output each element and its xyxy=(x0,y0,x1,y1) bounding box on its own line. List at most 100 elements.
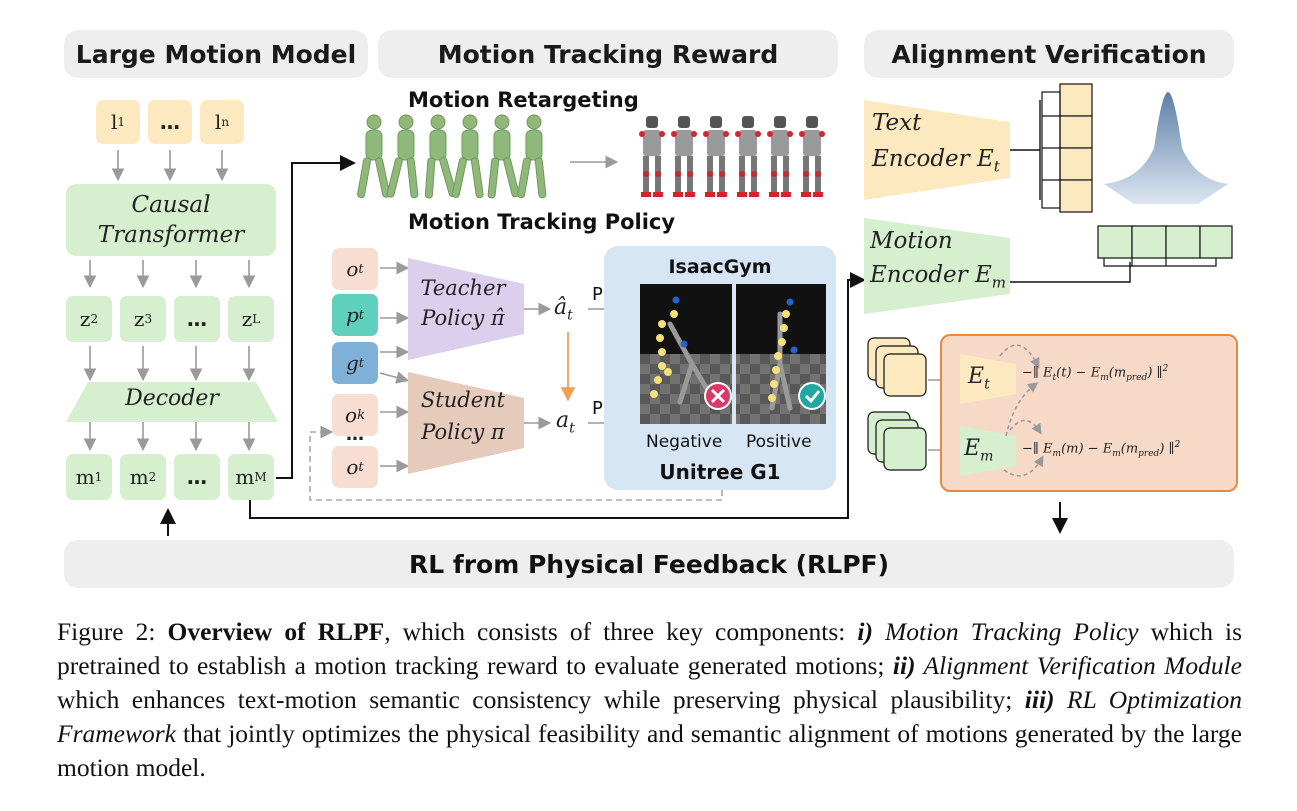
causal-transformer: Causal Transformer xyxy=(66,184,276,256)
text-encoder-line1: Text xyxy=(872,110,922,136)
motion-retargeting-label: Motion Retargeting xyxy=(408,88,639,112)
student-policy-line1: Student xyxy=(420,388,506,412)
caption-part2: which is pretrained to establish a motio… xyxy=(57,617,1243,680)
m-token-M-label: m xyxy=(235,465,255,489)
em-label-main: E xyxy=(964,436,981,461)
caption-part1: , which consists of three key components… xyxy=(384,617,858,646)
caption-part3: which enhances text-motion semantic cons… xyxy=(57,685,1025,714)
caption-ii-text: Alignment Verification Module xyxy=(915,651,1243,680)
et-label: Et xyxy=(968,364,990,392)
input-token-1-label: l xyxy=(110,110,118,134)
em-label-sub: m xyxy=(980,448,994,465)
m-token-2-label: m xyxy=(129,465,149,489)
et-encoder-mini xyxy=(960,354,1016,404)
z-token-3-label: z xyxy=(133,307,145,331)
header-alignment-verification: Alignment Verification xyxy=(864,30,1234,78)
text-encoder-line2-label: Encoder E xyxy=(872,146,994,172)
caption-i-marker: i) xyxy=(857,617,873,646)
isaacgym-label: IsaacGym xyxy=(668,256,772,278)
action-hat-a-t-label: â xyxy=(554,295,568,320)
loss-formula-text: −∥ Et(t) − Em(mpred) ∥2 xyxy=(1022,364,1169,383)
header-motion-tracking-reward: Motion Tracking Reward xyxy=(378,30,838,78)
z-token-L-sup: L xyxy=(252,312,261,326)
human-motion-figures xyxy=(357,114,547,199)
input-token-dots: … xyxy=(148,100,192,144)
simulation-views xyxy=(640,284,826,424)
motion-encoder-line2-sub: m xyxy=(991,273,1006,292)
z-token-2-sup: 2 xyxy=(90,312,99,326)
action-a-t-sub: t xyxy=(569,420,575,437)
obs-dots: … xyxy=(346,424,364,445)
input-token-1-sub: 1 xyxy=(117,115,126,129)
student-policy-shape xyxy=(408,372,524,474)
et-label-sub: t xyxy=(984,376,990,393)
m-token-M-sup: M xyxy=(254,470,267,484)
decoder-shape xyxy=(66,382,278,422)
action-hat-a-t-sub: t xyxy=(567,307,573,324)
obs-g-t-sub: t xyxy=(358,355,365,371)
obs-o-k-sub: k xyxy=(357,407,365,423)
motion-encoder-line1: Motion xyxy=(870,228,953,254)
caption-figure-label: Figure 2: xyxy=(57,617,168,646)
input-token-n-sub: n xyxy=(221,115,230,129)
positive-label: Positive xyxy=(746,432,812,452)
z-token-L-label: z xyxy=(241,307,253,331)
rlpf-bar: RL from Physical Feedback (RLPF) xyxy=(64,540,1234,588)
obs-p-t-sub: t xyxy=(358,307,365,323)
header-large-motion-model: Large Motion Model xyxy=(64,30,368,78)
motion-tracking-policy-label: Motion Tracking Policy xyxy=(408,210,676,234)
distribution-surface xyxy=(1104,92,1228,204)
unitree-label: Unitree G1 xyxy=(659,460,781,484)
m-token-1-label: m xyxy=(75,465,95,489)
motion-encoder-shape xyxy=(864,218,1010,314)
motion-encoder-line2-label: Encoder E xyxy=(870,262,992,288)
caption-i-text: Motion Tracking Policy xyxy=(872,617,1139,646)
rlpf-bar-label: RL from Physical Feedback (RLPF) xyxy=(408,549,890,579)
input-token-n-label: l xyxy=(214,110,222,134)
causal-transformer-line1: Causal xyxy=(131,192,211,218)
action-a-t-label: a xyxy=(556,408,570,433)
obs-o-t-top-label: o xyxy=(346,257,359,281)
z-token-3-sup: 3 xyxy=(144,312,153,326)
motion-sample-stack xyxy=(867,411,927,471)
obs-p-t-label: p xyxy=(345,303,359,327)
text-sample-stack xyxy=(867,337,927,397)
action-a-t: at xyxy=(556,408,575,436)
teacher-policy-line1: Teacher xyxy=(420,276,506,300)
teacher-policy-shape xyxy=(408,258,524,360)
z-token-dots: … xyxy=(174,296,220,342)
causal-transformer-line2: Transformer xyxy=(97,222,245,248)
text-encoder-shape xyxy=(864,100,1010,200)
caption-iii-text: RL Optimization Framework xyxy=(57,685,1242,748)
obs-o-t-bottom-sub: t xyxy=(358,459,364,475)
robot-motion-figures xyxy=(639,116,825,197)
action-hat-a-t: ât xyxy=(554,295,573,323)
text-encoder-line2-sub: t xyxy=(993,157,1000,176)
loss-formula-motion: −∥ Em(m) − Em(mpred) ∥2 xyxy=(1022,440,1181,459)
m-token-dots: … xyxy=(174,454,220,500)
obs-o-k-label: o xyxy=(345,403,358,427)
teacher-policy-line2: Policy π̂ xyxy=(421,306,505,330)
em-encoder-mini xyxy=(960,426,1016,476)
obs-g-t-label: g xyxy=(345,351,359,375)
decoder-label: Decoder xyxy=(125,386,219,411)
m-token-1-sup: 1 xyxy=(94,470,103,484)
caption-ii-marker: ii) xyxy=(892,651,916,680)
motion-encoder-line2: Encoder Em xyxy=(870,262,1006,292)
obs-o-t-top-sub: t xyxy=(358,261,364,277)
caption-iii-marker: iii) xyxy=(1024,685,1055,714)
loss-dashed-arrows xyxy=(999,344,1044,477)
obs-o-t-bottom-label: o xyxy=(346,455,359,479)
